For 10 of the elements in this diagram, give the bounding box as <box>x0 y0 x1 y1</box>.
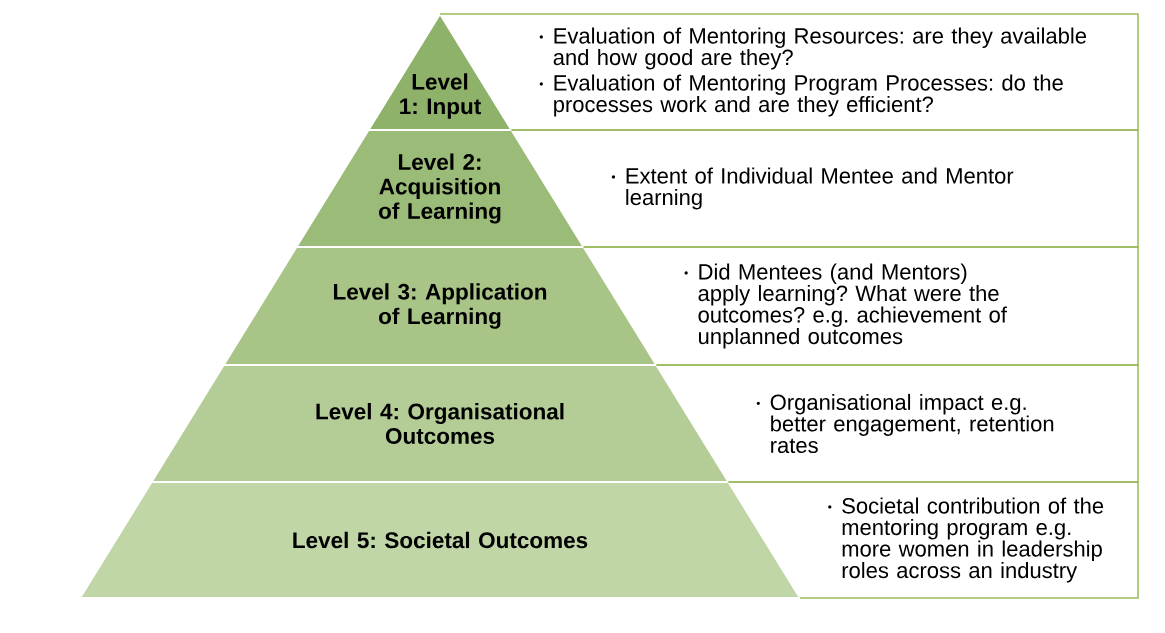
node-label: Did Mentees (and Mentors) apply learning? What were the outcomes? e.g. achievement of unplanned outcomes <box>698 263 1007 349</box>
node-label: Societal contribution of the mentoring program e.g. more women in leadership roles across an industry <box>842 497 1104 583</box>
node-label: Extent of Individual Mentee and Mentor learning <box>626 167 1014 210</box>
node-label: Evaluation of Mentoring Program Processes: do the processes work and are they efficient? <box>554 74 1063 117</box>
description-box: Extent of Individual Mentee and Mentor learning <box>510 129 1139 248</box>
node-label: Evaluation of Mentoring Resources: are they available and how good are they? <box>553 27 1087 70</box>
description-box: Societal contribution of the mentoring program e.g. more women in leadership roles across an industry <box>727 481 1139 599</box>
node-label: Organisational impact e.g. better engagement, retention rates <box>770 393 1054 454</box>
description-box: Organisational impact e.g. better engagement, retention rates <box>655 364 1139 483</box>
description-box: Did Mentees (and Mentors) apply learning? What were the outcomes? e.g. achievement of unplanned outcomes <box>582 246 1139 366</box>
